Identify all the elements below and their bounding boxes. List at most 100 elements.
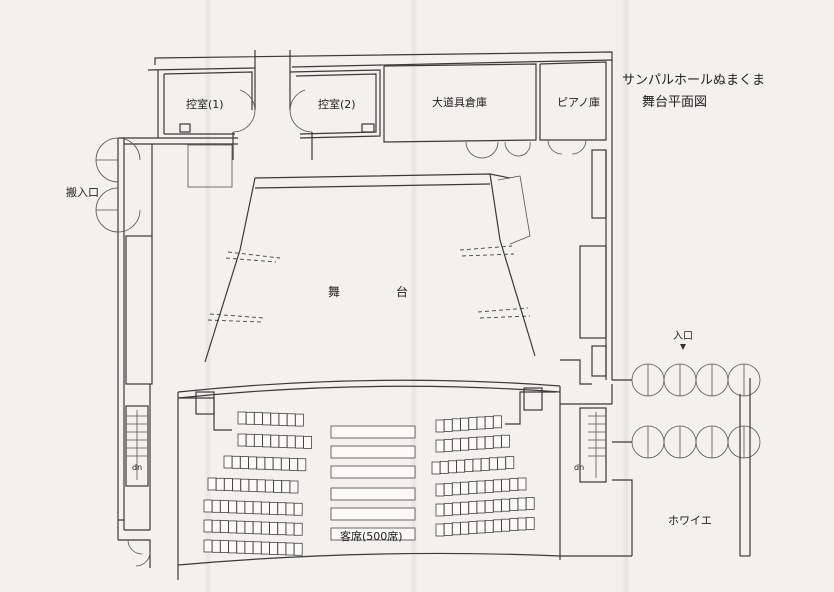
seat-right-row-6 bbox=[517, 517, 527, 531]
seat-right-row-6 bbox=[501, 518, 511, 532]
seat-left-row-7 bbox=[236, 540, 246, 554]
seat-right-row-3 bbox=[431, 461, 441, 475]
entrance-label: 入口 bbox=[673, 331, 693, 342]
seat-right-row-3 bbox=[480, 457, 490, 471]
seat-right-row-5 bbox=[509, 498, 519, 512]
plan-subtitle: 舞台平面図 bbox=[642, 95, 707, 110]
seat-left-row-2 bbox=[262, 434, 272, 448]
seat-left-row-3 bbox=[280, 457, 290, 471]
seat-right-row-3 bbox=[447, 460, 457, 474]
room-label-loading-entrance: 搬入口 bbox=[66, 185, 99, 199]
dressing-room-2: 控室(2) bbox=[289, 69, 381, 139]
seat-left-row-5 bbox=[277, 502, 287, 516]
seat-centre-row-6 bbox=[330, 527, 416, 541]
seat-left-row-4 bbox=[281, 480, 291, 494]
room-label-control2: 控室(2) bbox=[318, 97, 356, 111]
dressing-room-1: 控室(1) bbox=[157, 70, 253, 188]
seat-left-row-6 bbox=[244, 521, 254, 534]
seat-left-row-6 bbox=[203, 519, 213, 533]
seat-left-row-4 bbox=[256, 479, 266, 493]
seat-right-row-1 bbox=[435, 419, 445, 433]
seat-right-row-3 bbox=[488, 457, 498, 471]
seat-right-row-1 bbox=[468, 417, 478, 431]
seat-right-row-2 bbox=[484, 435, 494, 449]
seat-left-row-7 bbox=[269, 542, 279, 555]
seat-left-row-7 bbox=[252, 541, 262, 555]
seat-left-row-7 bbox=[244, 541, 254, 554]
room-label-control1: 控室(1) bbox=[186, 97, 224, 111]
seat-left-row-6 bbox=[252, 521, 262, 535]
seat-right-row-4 bbox=[451, 482, 461, 496]
seat-left-row-7 bbox=[277, 542, 287, 556]
stage-label-right: 台 bbox=[396, 284, 408, 299]
seat-right-row-6 bbox=[492, 519, 502, 533]
seat-left-row-5 bbox=[244, 501, 254, 514]
seat-left-row-6 bbox=[236, 520, 246, 534]
seat-centre-row-1 bbox=[330, 425, 416, 439]
seat-left-row-6 bbox=[260, 521, 270, 535]
entrance-door-inner-4 bbox=[727, 425, 761, 459]
seat-left-row-7 bbox=[203, 539, 213, 553]
seat-right-row-5 bbox=[451, 502, 461, 516]
paper-fold-right bbox=[622, 0, 630, 592]
seat-left-row-5 bbox=[293, 502, 303, 516]
foyer-label: ホワイエ bbox=[668, 514, 712, 527]
entrance-door-outer-1 bbox=[631, 363, 665, 397]
seat-left-row-2 bbox=[294, 435, 304, 449]
seat-left-row-1 bbox=[237, 411, 247, 425]
exit-door-left bbox=[127, 539, 151, 567]
seat-left-row-3 bbox=[272, 457, 282, 471]
stair-right: dn bbox=[560, 384, 633, 557]
seat-left-row-6 bbox=[293, 522, 303, 536]
seat-right-row-2 bbox=[476, 436, 486, 450]
seat-left-row-4 bbox=[207, 477, 217, 491]
seat-right-row-3 bbox=[456, 459, 466, 473]
seat-left-row-2 bbox=[303, 435, 313, 449]
seat-left-row-2 bbox=[237, 433, 247, 447]
seat-right-row-5 bbox=[517, 497, 527, 511]
seat-left-row-2 bbox=[278, 435, 288, 448]
seat-centre-row-4 bbox=[330, 487, 416, 501]
entrance-doors bbox=[612, 363, 761, 459]
seat-left-row-1 bbox=[262, 412, 272, 426]
plan-title: サンパルホールぬまくま bbox=[622, 73, 765, 88]
seat-right-row-2 bbox=[443, 438, 453, 452]
seat-right-row-2 bbox=[451, 438, 461, 452]
seat-left-row-5 bbox=[285, 502, 295, 516]
seat-right-row-4 bbox=[476, 480, 486, 494]
seat-left-row-7 bbox=[228, 540, 238, 554]
seat-left-row-5 bbox=[252, 501, 262, 515]
foyer-wall bbox=[739, 378, 751, 557]
seat-left-row-6 bbox=[219, 520, 229, 533]
seat-left-row-3 bbox=[264, 457, 274, 470]
stair-right-mark: dn bbox=[574, 463, 584, 472]
entrance-door-outer-4 bbox=[727, 363, 761, 397]
seat-right-row-6 bbox=[525, 517, 535, 530]
seat-left-row-4 bbox=[215, 477, 225, 491]
seat-right-row-4 bbox=[492, 479, 502, 493]
seat-right-row-4 bbox=[443, 482, 453, 496]
seat-left-row-1 bbox=[294, 413, 304, 427]
seat-right-row-6 bbox=[443, 523, 453, 536]
seat-right-row-6 bbox=[484, 520, 494, 533]
seat-left-row-4 bbox=[273, 479, 283, 493]
seat-left-row-3 bbox=[289, 457, 299, 471]
seat-left-row-4 bbox=[264, 479, 274, 493]
seat-left-row-6 bbox=[211, 519, 221, 533]
seat-left-row-1 bbox=[270, 412, 280, 426]
seat-left-row-1 bbox=[245, 411, 255, 425]
seat-right-row-5 bbox=[501, 498, 511, 512]
seat-left-row-7 bbox=[285, 542, 295, 556]
entrance-door-outer-3 bbox=[695, 363, 729, 397]
paper-fold-left bbox=[204, 0, 212, 592]
seat-right-row-1 bbox=[476, 416, 486, 430]
seat-left-row-4 bbox=[223, 478, 233, 492]
seat-right-row-1 bbox=[484, 415, 494, 429]
seat-right-row-4 bbox=[435, 483, 445, 497]
seat-left-row-1 bbox=[278, 413, 288, 426]
paper-fold-center bbox=[410, 0, 418, 592]
seat-centre-row-5 bbox=[330, 507, 416, 521]
auditorium-walls bbox=[149, 359, 592, 580]
seat-right-row-5 bbox=[525, 496, 535, 510]
seat-left-row-3 bbox=[297, 458, 307, 472]
